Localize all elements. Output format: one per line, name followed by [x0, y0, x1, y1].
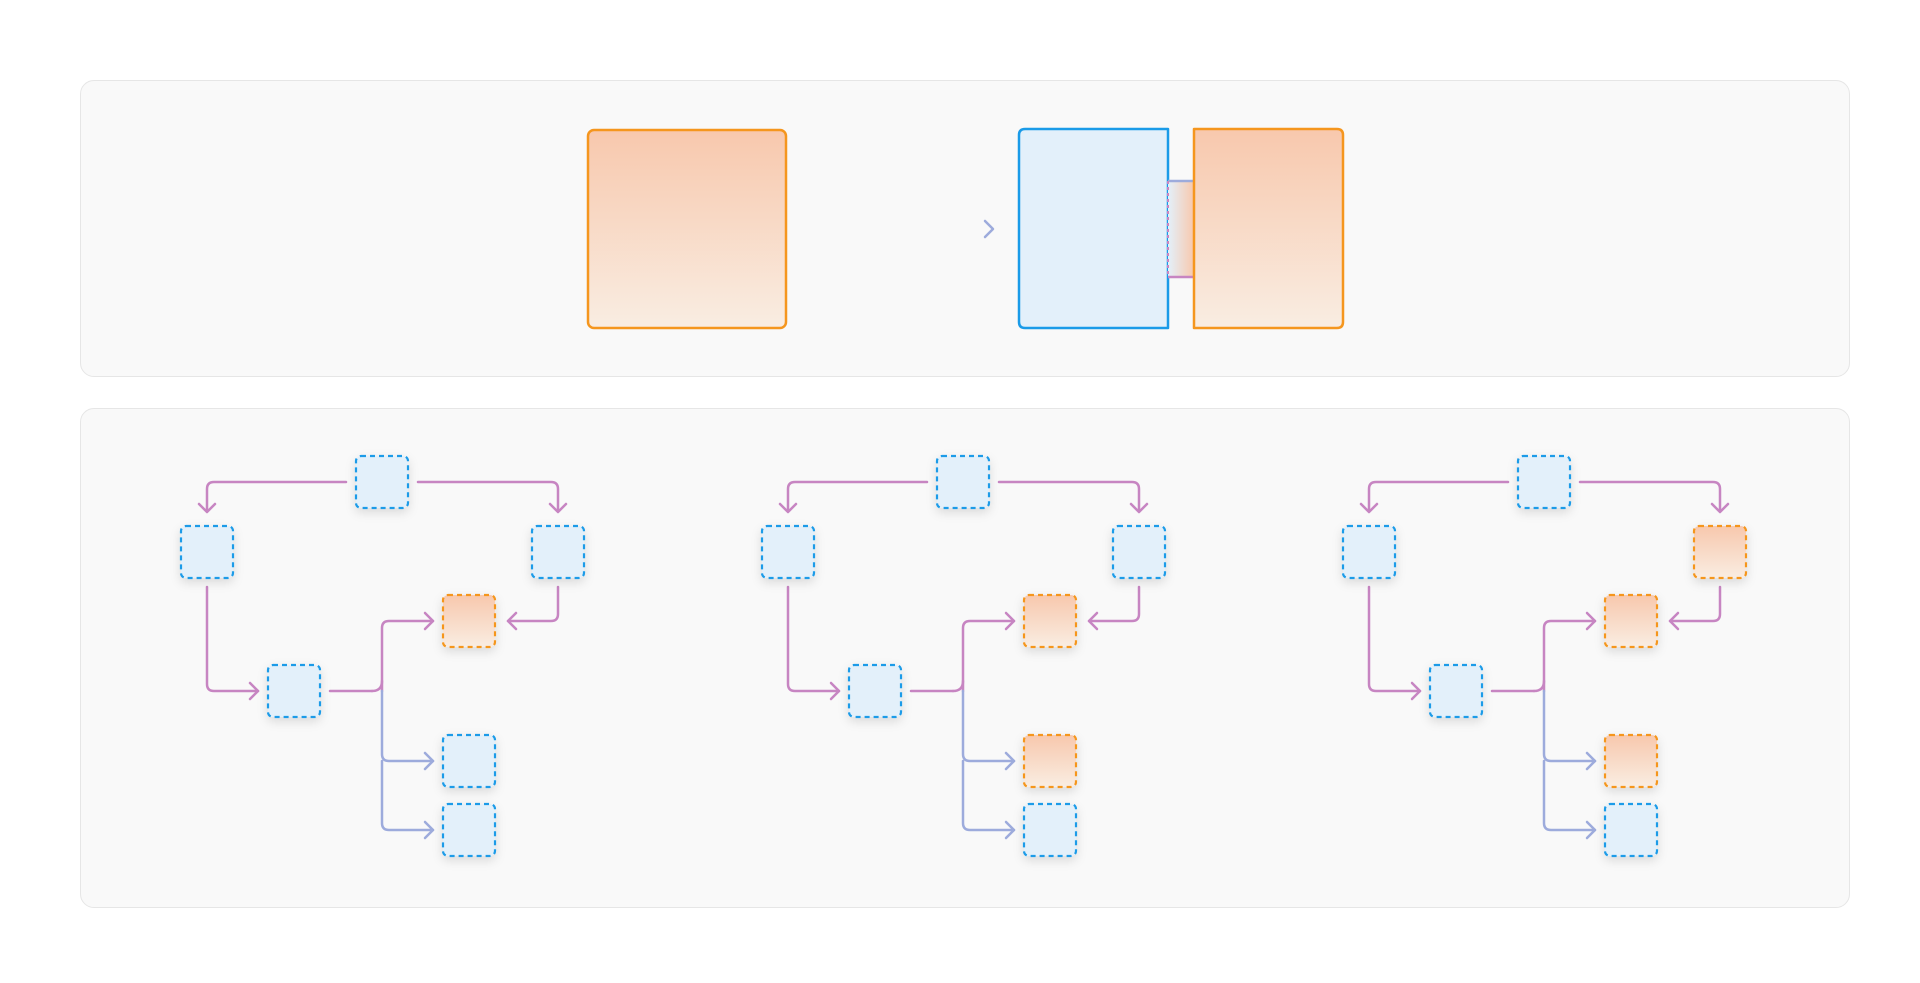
- arrow-right-to-out1: [1087, 585, 1141, 623]
- node-left-blue: [179, 524, 235, 580]
- trees-group: [179, 454, 1748, 858]
- arrowhead-left-to-mid: [248, 681, 260, 701]
- node-top-blue: [354, 454, 410, 510]
- node-out1-orange: [441, 593, 497, 649]
- arrow-top-to-right: [416, 480, 560, 512]
- arrowhead-branch-to-out2: [1585, 751, 1597, 771]
- arrow-branch-to-out1: [380, 619, 435, 693]
- arrow-branch-to-out1: [1542, 619, 1597, 693]
- tree-2: [760, 454, 1167, 858]
- source-block: [586, 128, 788, 330]
- arrowhead-branch-to-out3: [1585, 820, 1597, 840]
- arrowhead-top-to-right: [548, 502, 568, 514]
- arrowhead-branch-to-out3: [1004, 820, 1016, 840]
- arrowhead-top-to-right: [1129, 502, 1149, 514]
- tree-1: [179, 454, 586, 858]
- node-left-blue: [1341, 524, 1397, 580]
- target-blue-block: [1017, 127, 1170, 330]
- arrowhead-top-to-left: [197, 502, 217, 514]
- tree-3: [1341, 454, 1748, 858]
- node-out2-orange: [1022, 733, 1078, 789]
- node-mid-blue: [266, 663, 322, 719]
- arrowhead-right-to-out1: [1668, 611, 1680, 631]
- arrow-branch-to-out2: [1542, 689, 1597, 763]
- arrow-left-to-mid: [205, 585, 260, 693]
- arrowhead-branch-to-out3: [423, 820, 435, 840]
- arrow-branch-to-out3: [961, 759, 1016, 832]
- arrowhead-top-to-left: [1359, 502, 1379, 514]
- transfer-arrow: [812, 219, 995, 239]
- arrowhead-branch-to-out1: [423, 611, 435, 631]
- arrow-branch-to-out2: [961, 689, 1016, 763]
- node-out1-orange: [1022, 593, 1078, 649]
- node-mid-blue: [1428, 663, 1484, 719]
- node-out2-blue: [441, 733, 497, 789]
- arrow-top-to-left: [786, 480, 929, 512]
- arrow-top-to-left: [1367, 480, 1510, 512]
- node-out1-orange: [1603, 593, 1659, 649]
- arrowhead-right-to-out1: [1087, 611, 1099, 631]
- arrow-branch-to-out3: [380, 759, 435, 832]
- arrowhead-branch-to-out2: [423, 751, 435, 771]
- arrowhead-left-to-mid: [829, 681, 841, 701]
- node-out3-blue: [1603, 802, 1659, 858]
- arrowhead-right-to-out1: [506, 611, 518, 631]
- arrow-right-to-out1: [1668, 585, 1722, 623]
- node-out2-orange: [1603, 733, 1659, 789]
- arrowhead-left-to-mid: [1410, 681, 1422, 701]
- arrow-left-to-mid: [786, 585, 841, 693]
- node-right-blue: [1111, 524, 1167, 580]
- target-orange-block: [1192, 127, 1345, 330]
- node-right-orange: [1692, 524, 1748, 580]
- node-right-blue: [530, 524, 586, 580]
- arrowhead-branch-to-out1: [1004, 611, 1016, 631]
- node-top-blue: [1516, 454, 1572, 510]
- arrow-left-to-mid: [1367, 585, 1422, 693]
- branch-junction: [1532, 679, 1546, 693]
- node-out3-blue: [1022, 802, 1078, 858]
- node-out3-blue: [441, 802, 497, 858]
- arrow-top-to-right: [1578, 480, 1722, 512]
- branch-junction: [951, 679, 965, 693]
- node-top-blue: [935, 454, 991, 510]
- arrow-right-to-out1: [506, 585, 560, 623]
- arrowhead-top-to-right: [1710, 502, 1730, 514]
- arrowhead-top-to-left: [778, 502, 798, 514]
- arrowhead-branch-to-out1: [1585, 611, 1597, 631]
- arrow-top-to-right: [997, 480, 1141, 512]
- arrowhead-branch-to-out2: [1004, 751, 1016, 771]
- branch-junction: [370, 679, 384, 693]
- node-left-blue: [760, 524, 816, 580]
- arrow-branch-to-out3: [1542, 759, 1597, 832]
- arrow-top-to-left: [205, 480, 348, 512]
- node-mid-blue: [847, 663, 903, 719]
- arrow-branch-to-out1: [961, 619, 1016, 693]
- merge-seam: [1167, 179, 1195, 279]
- arrow-branch-to-out2: [380, 689, 435, 763]
